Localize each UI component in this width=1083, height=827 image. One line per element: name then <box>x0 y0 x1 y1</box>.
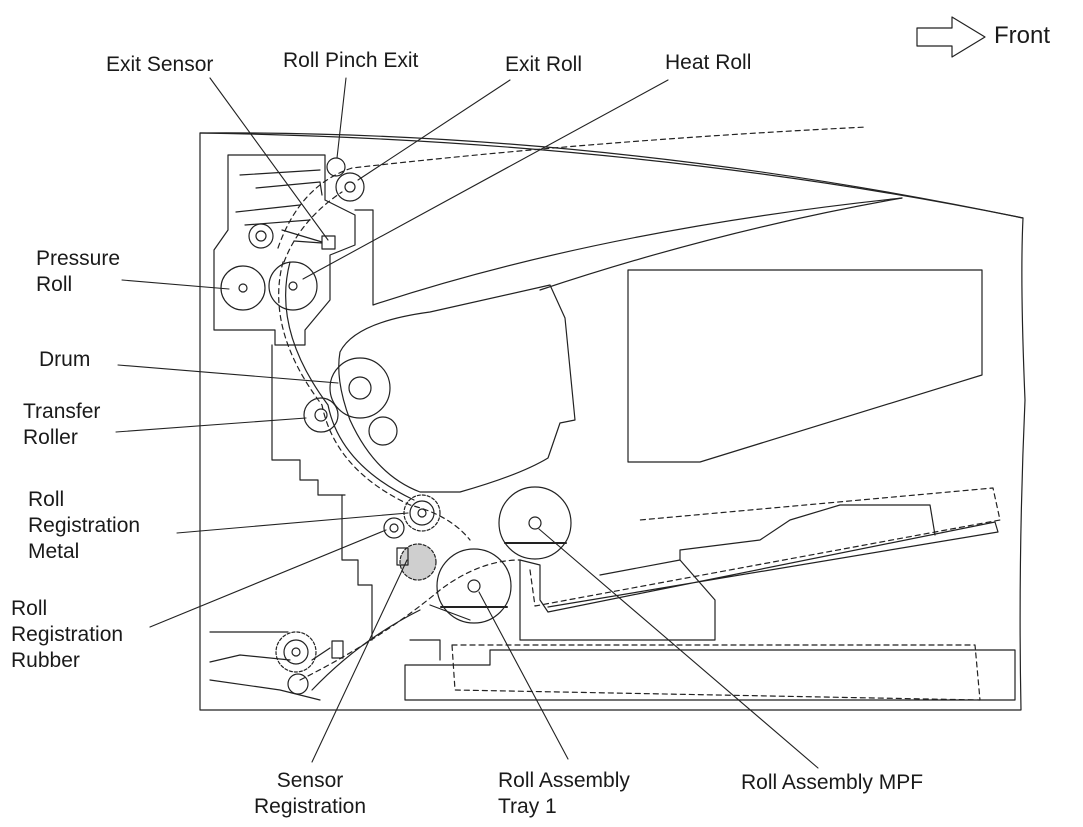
tray1-frame <box>404 649 1016 701</box>
mpf-tray-cover <box>529 487 1001 607</box>
paper-path-exit <box>283 191 343 263</box>
sensor-registration-label: Sensor Registration <box>253 769 367 818</box>
transfer-roller-label: Transfer Roller <box>23 400 101 449</box>
front-label: Front <box>994 22 1051 49</box>
charge-roll <box>368 416 398 446</box>
front-arrow-icon <box>916 16 986 58</box>
roll-assembly-mpf-label: Roll Assembly MPF <box>741 771 924 794</box>
roll-assembly-tray1-label: Roll Assembly Tray 1 <box>498 769 630 818</box>
heat-roll <box>268 261 318 311</box>
paper-path-top <box>277 126 868 249</box>
roll-registration-rubber-label: Roll Registration Rubber <box>11 597 124 672</box>
roll-pinch-exit-label: Roll Pinch Exit <box>283 49 419 72</box>
left-frame-lower <box>341 494 373 641</box>
leader-lines <box>115 77 819 769</box>
lower-left-duct <box>209 631 321 701</box>
exit-roll-label: Exit Roll <box>505 53 583 76</box>
printer-outer-body <box>199 132 1026 711</box>
roll-pinch-exit <box>326 157 346 177</box>
tray1-front <box>409 604 471 661</box>
pressure-roll-label: Pressure Roll <box>36 247 121 296</box>
exit-sensor <box>281 229 336 250</box>
heat-roll-label: Heat Roll <box>665 51 752 74</box>
lower-guide <box>311 609 421 691</box>
drum-label: Drum <box>39 348 91 371</box>
pressure-roll <box>220 265 266 311</box>
fuser-inner-wall <box>235 169 321 226</box>
drum <box>329 357 391 419</box>
toner-cartridge <box>338 284 576 493</box>
rear-duct <box>354 197 903 306</box>
paper-path-drum <box>278 261 471 541</box>
registration-gear <box>399 543 437 581</box>
exit-roll <box>335 172 365 202</box>
paper-path-drum-2 <box>285 261 415 501</box>
left-frame <box>271 344 346 496</box>
sensor-registration <box>396 547 409 566</box>
laser-unit <box>627 269 983 463</box>
transfer-roller <box>303 397 339 433</box>
roll-registration-rubber <box>383 517 405 539</box>
upper-guide <box>539 197 903 291</box>
roll-registration-metal-label: Roll Registration Metal <box>28 488 141 563</box>
small-fuser-roll <box>248 223 274 249</box>
lower-gear <box>275 631 344 695</box>
mpf-tray-base <box>519 559 716 641</box>
fuser-housing <box>213 154 356 346</box>
fuser-chute <box>255 181 323 196</box>
tray1-cassette <box>451 644 981 701</box>
roll-assembly-mpf <box>498 486 572 560</box>
top-cover-line <box>199 132 1024 219</box>
roll-assembly-tray1 <box>436 548 512 624</box>
mpf-tray <box>519 521 999 613</box>
exit-sensor-label: Exit Sensor <box>106 53 214 76</box>
mpf-paper-lift <box>679 504 936 561</box>
